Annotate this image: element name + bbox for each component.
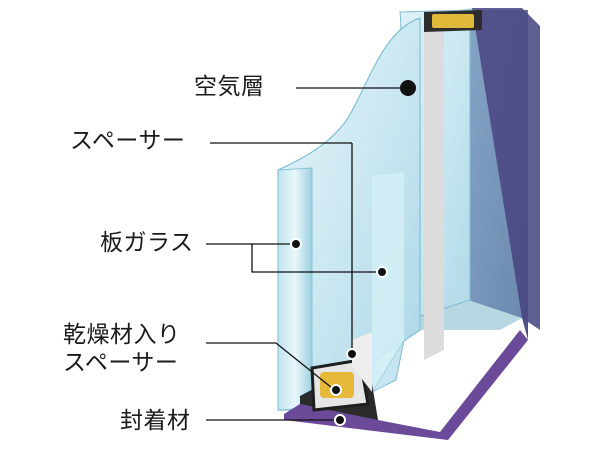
- label-sealant: 封着材: [120, 408, 191, 434]
- label-air-layer: 空気層: [194, 74, 265, 100]
- label-sheet-glass: 板ガラス: [100, 230, 194, 256]
- top-spacer-body: [424, 32, 444, 360]
- leader-dots: [290, 80, 416, 426]
- label-desiccant-spacer-line1: 乾燥材入り: [63, 322, 181, 348]
- front-glass-inner-edge: [372, 172, 404, 392]
- spacer-body-bottom: [352, 332, 372, 392]
- label-spacer: スペーサー: [70, 128, 186, 154]
- back-glass-top-face: [472, 8, 540, 330]
- purple-base: [284, 330, 528, 440]
- top-desiccant: [432, 14, 474, 28]
- label-desiccant-spacer-line2: スペーサー: [63, 350, 179, 376]
- leader-lines: [206, 87, 408, 421]
- front-glass-edge: [277, 167, 313, 411]
